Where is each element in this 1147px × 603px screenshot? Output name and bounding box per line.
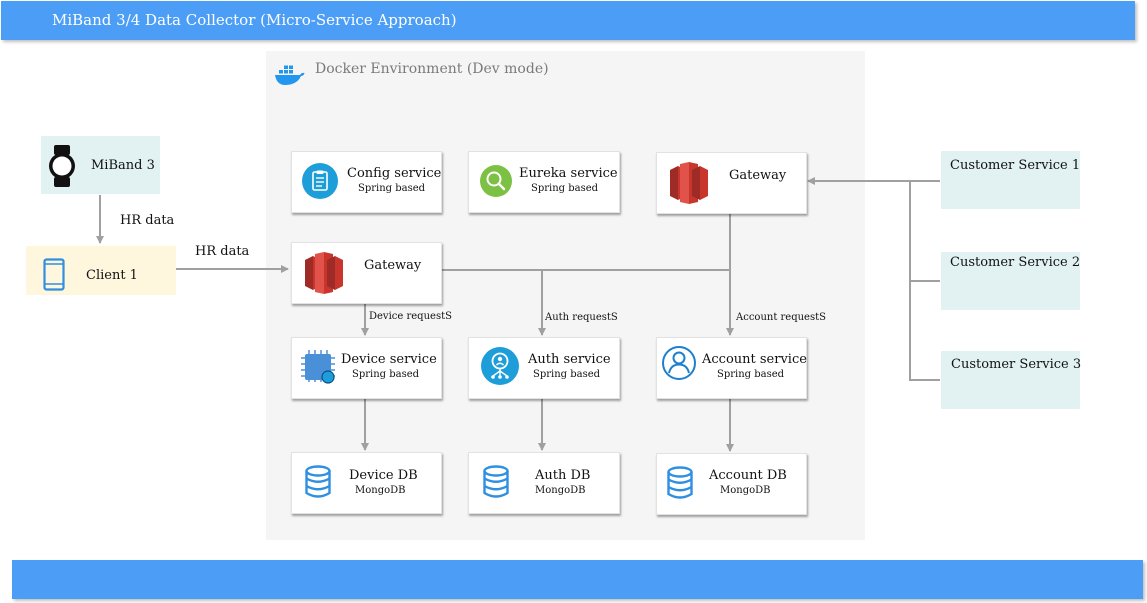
gateway-top-title: Gateway bbox=[729, 168, 787, 183]
auth-service-subtitle: Spring based bbox=[533, 369, 601, 380]
database-icon bbox=[483, 465, 509, 498]
gateway-top-node: Gateway bbox=[656, 152, 807, 214]
edge-label-auth-requests: Auth requestS bbox=[545, 312, 618, 323]
device-db-node: Device DB MongoDB bbox=[291, 452, 442, 514]
client-node: Client 1 bbox=[26, 246, 176, 295]
eureka-service-node: Eureka service Spring based bbox=[468, 151, 620, 213]
customer-service-3-node: Customer Service 3 bbox=[941, 351, 1082, 409]
search-icon bbox=[480, 165, 512, 197]
device-db-title: Device DB bbox=[349, 468, 418, 483]
customer-service-2-node: Customer Service 2 bbox=[941, 252, 1080, 310]
database-icon bbox=[667, 466, 693, 499]
database-icon bbox=[305, 465, 331, 498]
eureka-service-subtitle: Spring based bbox=[531, 183, 599, 194]
auth-db-subtitle: MongoDB bbox=[535, 485, 586, 496]
edge-label-hr-data-1: HR data bbox=[120, 213, 175, 228]
customer-service-1-node: Customer Service 1 bbox=[941, 151, 1080, 209]
account-service-subtitle: Spring based bbox=[717, 369, 785, 380]
edge-label-account-requests: Account requestS bbox=[736, 312, 826, 323]
auth-db-title: Auth DB bbox=[535, 468, 591, 483]
mobile-phone-icon bbox=[43, 258, 65, 291]
edge-label-device-requests: Device requestS bbox=[369, 311, 452, 322]
config-service-node: Config service Spring based bbox=[291, 151, 442, 213]
config-service-subtitle: Spring based bbox=[358, 183, 426, 194]
eureka-service-title: Eureka service bbox=[519, 166, 618, 181]
config-service-title: Config service bbox=[347, 166, 442, 181]
microchip-icon bbox=[301, 350, 335, 384]
device-service-node: Device service Spring based bbox=[291, 337, 442, 399]
gateway-main-node: Gateway bbox=[291, 242, 442, 304]
device-db-subtitle: MongoDB bbox=[355, 485, 406, 496]
api-gateway-icon bbox=[670, 162, 708, 204]
account-db-node: Account DB MongoDB bbox=[656, 453, 807, 515]
clipboard-icon bbox=[302, 163, 338, 199]
diagram-title: MiBand 3/4 Data Collector (Micro-Service… bbox=[52, 11, 457, 29]
edge-label-hr-data-2: HR data bbox=[195, 244, 250, 259]
customer-service-2-title: Customer Service 2 bbox=[950, 255, 1081, 270]
auth-db-node: Auth DB MongoDB bbox=[468, 452, 620, 514]
header-banner bbox=[1, 1, 1135, 40]
account-service-title: Account service bbox=[702, 352, 807, 367]
user-access-icon bbox=[481, 347, 519, 385]
client-title: Client 1 bbox=[86, 268, 138, 283]
account-db-title: Account DB bbox=[709, 468, 787, 483]
account-service-node: Account service Spring based bbox=[656, 337, 807, 399]
docker-icon bbox=[275, 65, 305, 85]
miband-node: MiBand 3 bbox=[41, 136, 160, 194]
customer-service-3-title: Customer Service 3 bbox=[951, 357, 1082, 372]
auth-service-node: Auth service Spring based bbox=[468, 337, 620, 399]
customer-service-1-title: Customer Service 1 bbox=[950, 158, 1081, 173]
api-gateway-icon bbox=[305, 252, 343, 294]
account-db-subtitle: MongoDB bbox=[720, 485, 771, 496]
miband-title: MiBand 3 bbox=[91, 158, 155, 173]
gateway-main-title: Gateway bbox=[364, 258, 422, 273]
smartwatch-icon bbox=[49, 145, 75, 187]
device-service-title: Device service bbox=[341, 352, 437, 367]
device-service-subtitle: Spring based bbox=[352, 369, 420, 380]
user-icon bbox=[662, 346, 696, 380]
edge-customer3 bbox=[909, 181, 940, 381]
auth-service-title: Auth service bbox=[528, 352, 611, 367]
footer-banner bbox=[12, 560, 1143, 599]
docker-environment-label: Docker Environment (Dev mode) bbox=[315, 61, 549, 77]
